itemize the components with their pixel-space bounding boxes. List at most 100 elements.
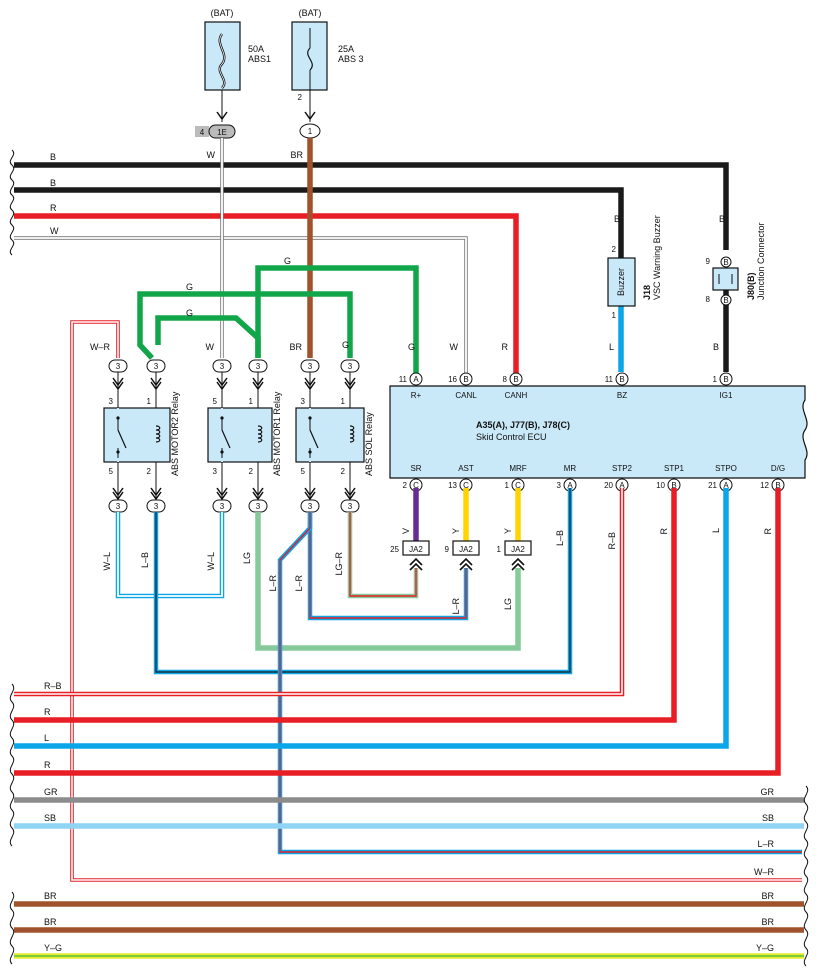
- wire-l-bz-label: L: [609, 342, 614, 352]
- wire-w-r-label: W–R: [90, 342, 111, 352]
- ecu-top-pin-conn: B: [723, 375, 728, 384]
- ecu-bottom-pin-signal: STP1: [664, 464, 685, 473]
- ecu-bottom-pin-conn: B: [775, 481, 780, 490]
- junction-1e-pin: 4: [200, 128, 205, 137]
- ecu-bottom-pin-conn: C: [413, 481, 419, 490]
- ecu-bottom-pin-num: 13: [448, 481, 457, 490]
- left-break-top: [9, 149, 15, 256]
- relay-pin: 5: [109, 467, 114, 476]
- connector-3: [300, 359, 320, 373]
- bottom-wire-label-left: R: [44, 760, 51, 770]
- ecu-top-pin-conn: A: [413, 375, 419, 384]
- bottom-wire-label-right: GR: [761, 787, 775, 797]
- ecu-bottom-pin-conn: C: [463, 481, 469, 490]
- wire-r-dg-label: R: [763, 528, 773, 535]
- ecu-bottom-pin-conn: C: [515, 481, 521, 490]
- wire-b-buzzer-label: B: [614, 214, 620, 224]
- ecu-top-pin-circle: [615, 372, 629, 386]
- bottom-wire-label-right: Y–G: [756, 943, 774, 953]
- fuse-abs3: (BAT) 25A ABS 3 2: [291, 8, 364, 102]
- bottom-wire-label-right: W–R: [754, 867, 775, 877]
- ja2-pin: 9: [445, 545, 450, 554]
- bottom-wire-label-left: R: [44, 707, 51, 717]
- j80-pin-top: 9: [706, 257, 711, 266]
- ecu-top-pin-signal: IG1: [720, 391, 733, 400]
- fuse-abs3-amp: 25A: [338, 44, 354, 54]
- connector-3-label: 3: [154, 502, 159, 511]
- ecu-title: A35(A), J77(B), J78(C): [476, 420, 570, 430]
- ecu-top-pin-num: 1: [713, 375, 718, 384]
- relay-name: ABS MOTOR1 Relay: [272, 391, 282, 476]
- ecu-bottom-pin-num: 10: [656, 481, 665, 490]
- ecu-top-pin-num: 8: [503, 375, 508, 384]
- connector-3-label: 3: [348, 362, 353, 371]
- connector-3: [108, 359, 128, 373]
- ecu-top-pin-circle: [409, 372, 423, 386]
- ecu-top-pin-signal: R+: [411, 391, 422, 400]
- wire-w-canl-label: W: [450, 342, 459, 352]
- buzzer-pin-bot: 1: [612, 311, 617, 320]
- fuse-abs1-id: ABS1: [248, 54, 271, 64]
- relay-pin: 3: [213, 467, 218, 476]
- relay-pin: 2: [147, 467, 152, 476]
- ecu-top-pin-circle: [719, 372, 733, 386]
- relay-pin: 5: [301, 467, 306, 476]
- ecu-top-pin-circle: [509, 372, 523, 386]
- wire-r-label: R: [50, 203, 57, 213]
- bottom-wire-label-left: Y–G: [44, 943, 62, 953]
- bottom-wire-label-right: BR: [761, 891, 774, 901]
- j80-desc: Junction Connector: [756, 222, 766, 300]
- connector-3-label: 3: [220, 502, 225, 511]
- ecu-top-pin-num: 11: [399, 375, 408, 384]
- buzzer-desc: VSC Warning Buzzer: [652, 215, 662, 300]
- bottom-wire-label-left: R–B: [44, 681, 62, 691]
- wire-w-l-1-label: W–L: [102, 552, 112, 571]
- bottom-wire-label-left: BR: [44, 917, 57, 927]
- relay-pin: 3: [301, 397, 306, 406]
- wire-w-m1-label: W: [206, 342, 215, 352]
- skid-control-ecu: A35(A), J77(B), J78(C) Skid Control ECU: [389, 385, 808, 479]
- ecu-bottom-pin-signal: STPO: [715, 464, 737, 473]
- j80-id: J80(B): [746, 272, 756, 300]
- ecu-top-pin-signal: CANL: [455, 391, 477, 400]
- wire-br-1-label: BR: [290, 150, 303, 160]
- ecu-bottom-pin-num: 2: [403, 481, 408, 490]
- ja2-connector: [452, 540, 480, 556]
- wire-l-r-2-label: L–R: [294, 575, 304, 592]
- wire-b-ig1-label: B: [713, 342, 719, 352]
- wire-b2-label: B: [50, 178, 56, 188]
- ecu-bottom-pin-signal: SR: [410, 464, 421, 473]
- ecu-bottom-pin-conn: A: [723, 481, 729, 490]
- ja2-pin: 25: [390, 545, 399, 554]
- wire-b-j80-label: B: [719, 214, 725, 224]
- ja2-connector: [402, 540, 430, 556]
- wire-w-label: W: [50, 226, 59, 236]
- ecu-top-pin-conn: B: [619, 375, 624, 384]
- connector-3-label: 3: [308, 362, 313, 371]
- wire-g-sol-label: G: [342, 340, 349, 350]
- relay-pin: 1: [147, 397, 152, 406]
- wire-l-r-ja2-label: L–R: [451, 598, 461, 615]
- connector-3-label: 3: [116, 362, 121, 371]
- junction-1e-label: 1E: [217, 128, 227, 137]
- wire-g-top-label: G: [284, 256, 291, 266]
- bottom-wire-label-left: GR: [44, 787, 58, 797]
- ecu-bottom-pin-signal: AST: [458, 464, 474, 473]
- ja2-label: JA2: [511, 545, 525, 554]
- wire-r-b-stp2-label: R–B: [607, 532, 617, 550]
- ecu-bottom-pin-signal: STP2: [612, 464, 633, 473]
- ecu-bottom-pin-num: 21: [708, 481, 717, 490]
- relay-pin: 2: [341, 467, 346, 476]
- fuse-abs3-id: ABS 3: [338, 54, 364, 64]
- j80-pin-bot: 8: [706, 295, 711, 304]
- connector-3-label: 3: [308, 502, 313, 511]
- wire-y-1-label: Y: [451, 528, 461, 534]
- ja2-label: JA2: [459, 545, 473, 554]
- junction-1-label: 1: [308, 127, 313, 136]
- connector-3: [340, 359, 360, 373]
- connector-3: [146, 359, 166, 373]
